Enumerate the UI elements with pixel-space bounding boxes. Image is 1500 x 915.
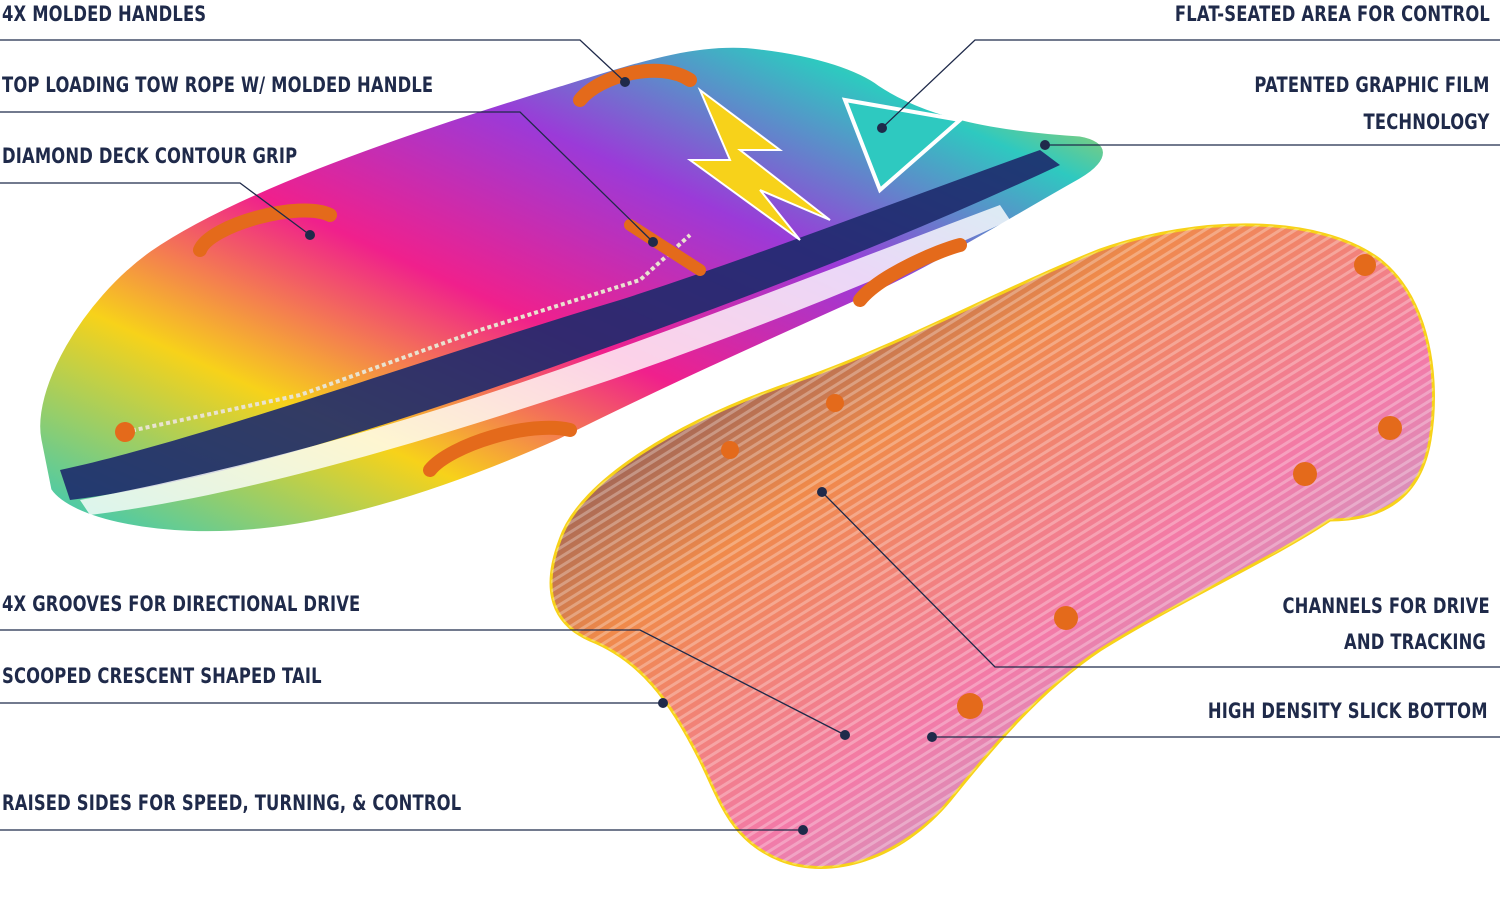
bottom-sled-stripes bbox=[551, 224, 1434, 868]
top-handle-1 bbox=[193, 203, 337, 257]
bottom-dot-4 bbox=[1054, 606, 1078, 630]
label-graphic-film-line1: PATENTED GRAPHIC FILM bbox=[1254, 73, 1490, 97]
line-tow-rope bbox=[0, 111, 654, 243]
dot-flat-seated bbox=[877, 123, 887, 133]
bottom-dot-7 bbox=[826, 394, 844, 412]
line-channels bbox=[821, 491, 1500, 668]
dot-tow-rope bbox=[648, 237, 658, 247]
top-sled-triangle bbox=[841, 97, 965, 194]
dot-channels bbox=[817, 487, 827, 497]
callout-lines bbox=[0, 39, 1500, 831]
bottom-dot-5 bbox=[957, 693, 983, 719]
label-channels-line2: AND TRACKING bbox=[1344, 630, 1486, 654]
label-flat-seated: FLAT-SEATED AREA FOR CONTROL bbox=[1174, 2, 1490, 26]
top-sled-navy-stripe bbox=[60, 150, 1060, 500]
callout-dots bbox=[305, 77, 1050, 835]
top-sled bbox=[37, 44, 1106, 535]
bottom-dot-6 bbox=[721, 441, 739, 459]
tow-handle bbox=[624, 219, 706, 276]
label-channels-line1: CHANNELS FOR DRIVE bbox=[1282, 594, 1490, 618]
top-sled-white-stripe bbox=[80, 205, 1010, 515]
bottom-dot-3 bbox=[1293, 462, 1317, 486]
dot-slick-bottom bbox=[927, 732, 937, 742]
line-flat-seated bbox=[881, 39, 1500, 129]
label-deck-grip: DIAMOND DECK CONTOUR GRIP bbox=[2, 144, 298, 168]
top-handle-4 bbox=[853, 238, 967, 307]
line-grooves bbox=[0, 629, 846, 736]
label-molded-handles: 4X MOLDED HANDLES bbox=[2, 2, 207, 26]
dot-raised-sides bbox=[798, 825, 808, 835]
dot-deck-grip bbox=[305, 230, 315, 240]
dot-crescent-tail bbox=[658, 698, 668, 708]
bottom-sled bbox=[549, 223, 1435, 869]
dot-grooves bbox=[840, 730, 850, 740]
tow-rope-anchor bbox=[115, 422, 135, 442]
top-sled-lightning bbox=[686, 86, 831, 241]
top-handle-3 bbox=[423, 420, 577, 477]
label-grooves: 4X GROOVES FOR DIRECTIONAL DRIVE bbox=[2, 592, 361, 616]
label-slick-bottom: HIGH DENSITY SLICK BOTTOM bbox=[1208, 699, 1488, 723]
bottom-dot-2 bbox=[1378, 416, 1402, 440]
dot-molded-handles bbox=[620, 77, 630, 87]
label-raised-sides: RAISED SIDES FOR SPEED, TURNING, & CONTR… bbox=[2, 791, 462, 815]
line-molded-handles bbox=[0, 39, 626, 83]
bottom-dot-1 bbox=[1354, 254, 1376, 276]
label-crescent-tail: SCOOPED CRESCENT SHAPED TAIL bbox=[2, 664, 322, 688]
label-tow-rope: TOP LOADING TOW ROPE W/ MOLDED HANDLE bbox=[2, 73, 434, 97]
top-handle-2 bbox=[573, 63, 697, 107]
label-graphic-film-line2: TECHNOLOGY bbox=[1363, 110, 1490, 134]
tow-rope bbox=[124, 233, 692, 434]
line-deck-grip bbox=[0, 182, 311, 236]
dot-graphic-film bbox=[1040, 140, 1050, 150]
